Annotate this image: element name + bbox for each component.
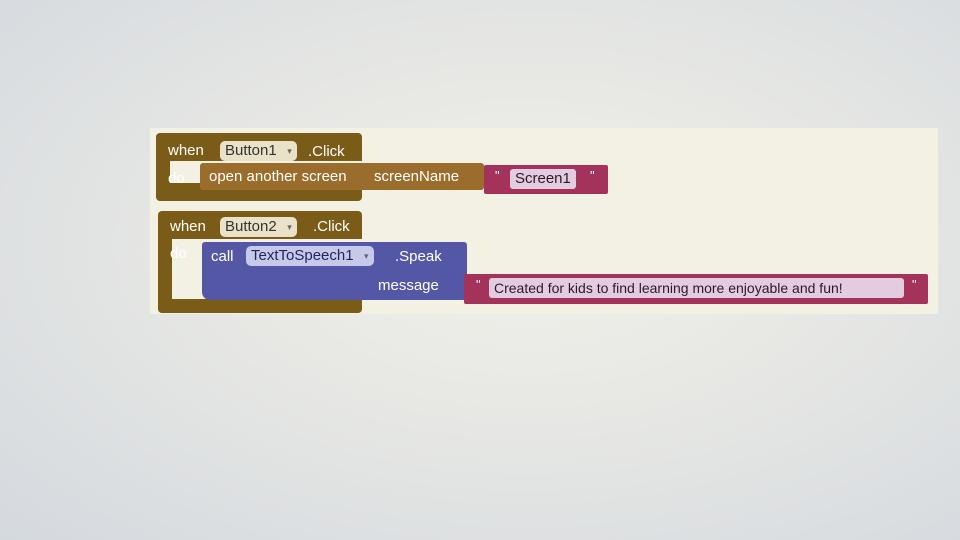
do-label: do	[170, 245, 187, 262]
chevron-down-icon: ▾	[287, 146, 292, 156]
button1-dropdown[interactable]: Button1 ▾	[220, 141, 297, 161]
blocks-workspace[interactable]: when Button1 ▾ .Click do open another sc…	[150, 128, 938, 314]
texttospeech1-dropdown[interactable]: TextToSpeech1 ▾	[246, 246, 374, 266]
speak-method-name: .Speak	[395, 248, 442, 265]
event-name: .Click	[308, 143, 345, 160]
message-param-label: message	[378, 277, 439, 294]
button2-dropdown[interactable]: Button2 ▾	[220, 217, 297, 237]
open-another-screen-block[interactable]: open another screen screenName	[200, 163, 484, 190]
when-label: when	[170, 218, 206, 235]
event-name: .Click	[313, 218, 350, 235]
component-name: Button1	[225, 142, 277, 159]
quote-icon: "	[590, 168, 595, 183]
component-name: Button2	[225, 218, 277, 235]
quote-icon: "	[476, 277, 481, 292]
open-screen-label: open another screen	[209, 168, 347, 185]
do-label: do	[168, 170, 185, 187]
text-value-message[interactable]: Created for kids to find learning more e…	[489, 278, 904, 298]
when-label: when	[168, 142, 204, 159]
quote-icon: "	[495, 168, 500, 183]
component-name: TextToSpeech1	[251, 247, 354, 264]
screenname-param-label: screenName	[374, 168, 460, 185]
text-value-screen1[interactable]: Screen1	[510, 169, 576, 189]
text-block-screen1[interactable]: " Screen1 "	[484, 165, 608, 194]
chevron-down-icon: ▾	[364, 251, 369, 261]
quote-icon: "	[912, 277, 917, 292]
call-label: call	[211, 248, 234, 265]
chevron-down-icon: ▾	[287, 222, 292, 232]
text-block-message[interactable]: " Created for kids to find learning more…	[464, 274, 928, 304]
call-texttospeech-speak-block[interactable]: call TextToSpeech1 ▾ .Speak message	[202, 242, 467, 300]
